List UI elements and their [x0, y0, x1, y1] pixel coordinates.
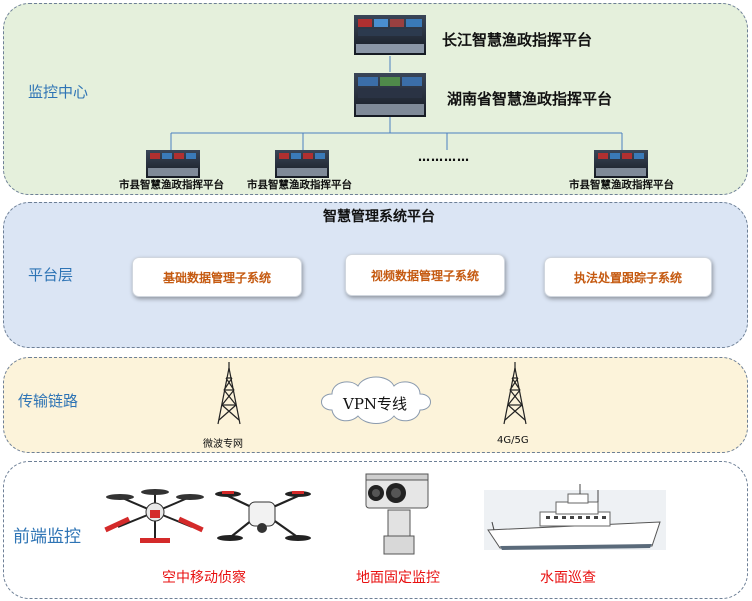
city-platforms-ellipsis: …………	[418, 150, 470, 164]
aerial-reconnaissance-label: 空中移动侦察	[162, 570, 246, 586]
microwave-network-label: 微波专网	[203, 439, 243, 450]
quadcopter-drone-icon	[215, 491, 311, 541]
monitor-center-label: 监控中心	[28, 83, 89, 101]
province-platform-title: 湖南省智慧渔政指挥平台	[447, 90, 613, 108]
city-center-image-1	[146, 150, 200, 178]
basic-data-subsystem: 基础数据管理子系统	[132, 257, 302, 297]
city-center-image-2	[275, 150, 329, 178]
enforcement-tracking-subsystem: 执法处置跟踪子系统	[544, 257, 712, 297]
patrol-boat-icon	[484, 484, 666, 550]
microwave-tower-icon	[217, 362, 241, 425]
transmission-label: 传输链路	[18, 392, 79, 410]
ptz-camera-icon	[365, 473, 429, 555]
city-platform-label-1: 市县智慧渔政指挥平台	[119, 179, 224, 191]
ground-monitoring-label: 地面固定监控	[356, 570, 440, 586]
connector-lines	[170, 56, 623, 150]
top-platform-title: 长江智慧渔政指挥平台	[442, 31, 593, 49]
city-platform-label-2: 市县智慧渔政指挥平台	[247, 179, 352, 191]
command-center-image-top	[354, 15, 426, 55]
platform-layer-label: 平台层	[28, 266, 74, 284]
command-center-image-province	[354, 73, 426, 117]
vpn-cloud-icon	[321, 376, 431, 424]
hexacopter-drone-icon	[104, 489, 204, 543]
city-center-image-3	[594, 150, 648, 178]
city-platform-label-3: 市县智慧渔政指挥平台	[569, 179, 674, 191]
water-patrol-label: 水面巡查	[540, 570, 596, 586]
platform-title: 智慧管理系统平台	[323, 209, 435, 225]
vpn-label: VPN专线	[343, 395, 408, 413]
video-data-subsystem: 视频数据管理子系统	[345, 254, 505, 296]
frontend-label: 前端监控	[13, 527, 81, 547]
cellular-tower-icon	[503, 362, 527, 425]
cellular-network-label: 4G/5G	[497, 435, 529, 446]
